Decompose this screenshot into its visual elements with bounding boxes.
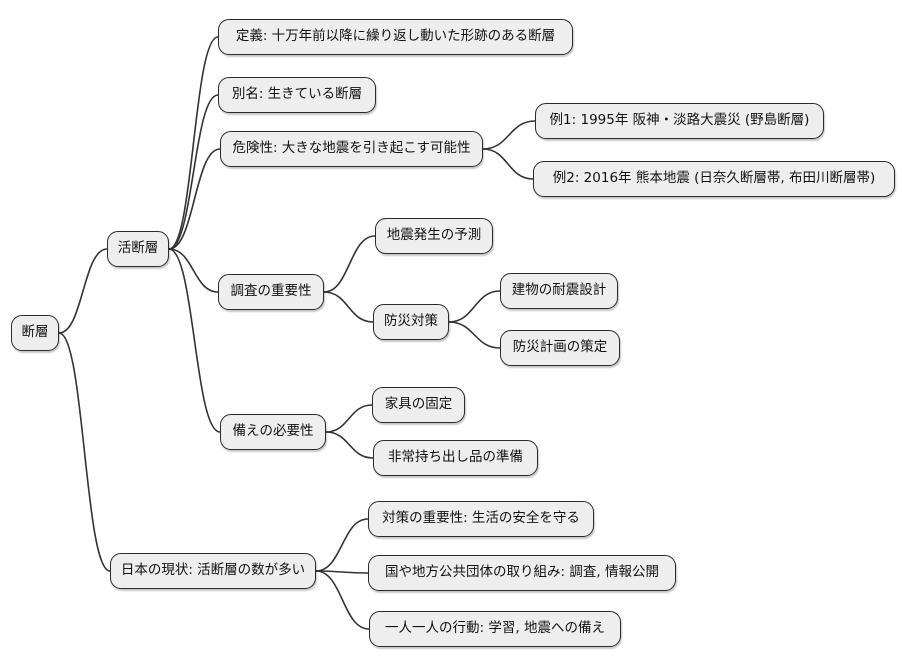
node-alias: 別名: 生きている断層 xyxy=(218,77,376,113)
node-survey-importance: 調査の重要性 xyxy=(218,274,324,310)
node-example-2: 例2: 2016年 熊本地震 (日奈久断層帯, 布田川断層帯) xyxy=(533,161,895,197)
node-example-1: 例1: 1995年 阪神・淡路大震災 (野島断層) xyxy=(535,103,824,139)
node-danger: 危険性: 大きな地震を引き起こす可能性 xyxy=(220,131,483,167)
edge-japan-to-individual xyxy=(315,570,370,630)
edge-fault-to-japan-status xyxy=(58,332,111,572)
edge-survey-to-prediction xyxy=(323,235,376,293)
edge-prevention-to-seismic-design xyxy=(448,290,501,323)
node-furniture-fixing: 家具の固定 xyxy=(372,387,465,423)
edge-fault-to-active-fault xyxy=(58,248,108,334)
edge-danger-to-example-2 xyxy=(482,148,534,180)
edge-japan-to-government xyxy=(315,570,369,574)
edge-active-fault-to-preparedness xyxy=(168,248,221,433)
edge-active-fault-to-survey xyxy=(168,248,219,293)
node-japan-status: 日本の現状: 活断層の数が多い xyxy=(110,553,316,589)
edge-preparedness-to-furniture xyxy=(325,404,373,433)
node-seismic-design: 建物の耐震設計 xyxy=(500,273,618,309)
node-emergency-kit: 非常持ち出し品の準備 xyxy=(373,440,538,476)
edge-prevention-to-disaster-plan xyxy=(448,321,501,349)
node-earthquake-prediction: 地震発生の予測 xyxy=(375,218,493,254)
edge-danger-to-example-1 xyxy=(482,120,536,150)
edge-active-fault-to-alias xyxy=(168,94,219,250)
node-disaster-prevention: 防災対策 xyxy=(373,304,449,340)
edge-preparedness-to-emergency-kit xyxy=(325,431,374,459)
node-preparedness: 備えの必要性 xyxy=(220,414,326,450)
node-fault-root: 断層 xyxy=(11,315,59,351)
node-countermeasure-importance: 対策の重要性: 生活の安全を守る xyxy=(368,501,594,537)
edge-active-fault-to-definition xyxy=(168,36,219,250)
node-definition: 定義: 十万年前以降に繰り返し動いた形跡のある断層 xyxy=(218,19,573,55)
node-active-fault: 活断層 xyxy=(107,231,169,267)
edge-active-fault-to-danger xyxy=(168,148,221,250)
edge-survey-to-disaster-prevention xyxy=(323,291,374,323)
node-government-efforts: 国や地方公共団体の取り組み: 調査, 情報公開 xyxy=(368,555,676,591)
edge-japan-to-countermeasure xyxy=(315,518,369,572)
node-disaster-plan: 防災計画の策定 xyxy=(500,330,620,366)
node-individual-action: 一人一人の行動: 学習, 地震への備え xyxy=(369,611,621,647)
